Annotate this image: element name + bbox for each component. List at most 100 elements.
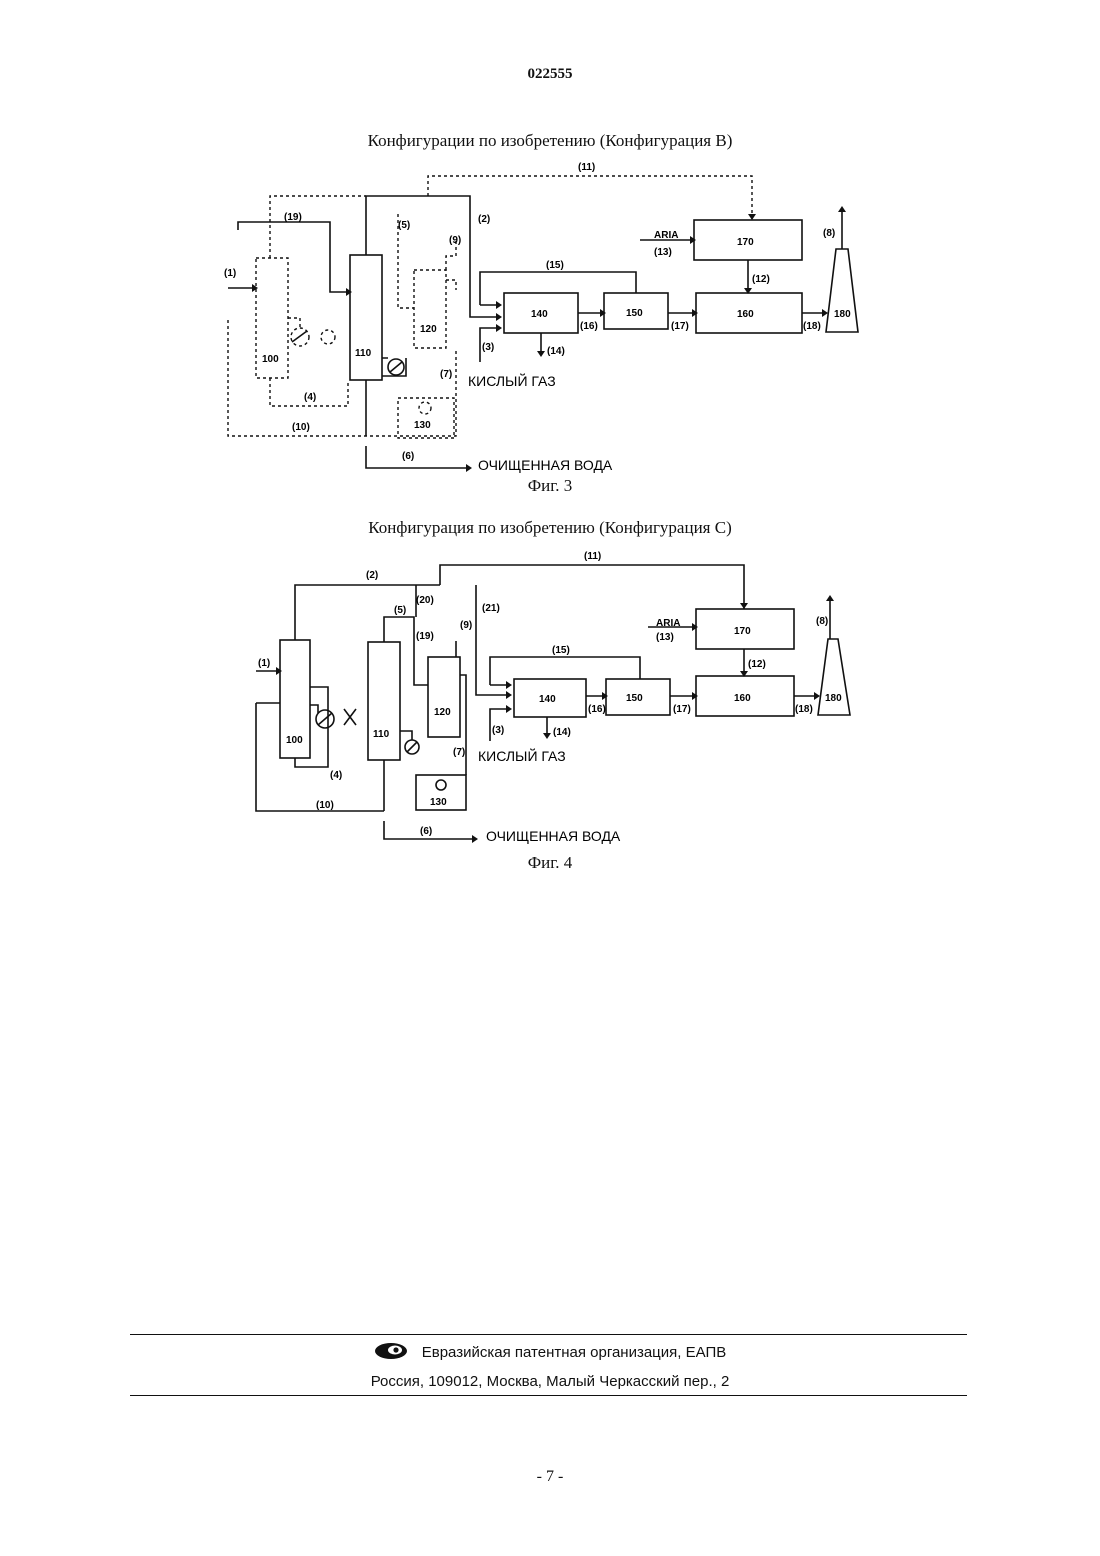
fig3-stream-19-line <box>238 222 346 292</box>
fig3-unit-150-label: 150 <box>626 308 643 319</box>
fig4-stream-3: (3) <box>492 725 504 736</box>
fig4-stream-9: (9) <box>460 620 472 631</box>
fig3-stream-4: (4) <box>304 392 316 403</box>
fig3-stream-16: (16) <box>580 321 598 332</box>
fig3-unit-160: 160 <box>696 293 802 333</box>
fig3-clean-water-label: ОЧИЩЕННАЯ ВОДА <box>478 457 613 473</box>
fig4-unit-170: 170 <box>696 609 794 649</box>
footer-divider-bottom <box>130 1395 967 1396</box>
fig3-unit-110-label: 110 <box>355 348 372 359</box>
figure3-diagram: 100 110 120 130 140 150 160 170 180 <box>0 150 1100 490</box>
fig4-stream-11: (11) <box>584 551 601 562</box>
page-number: - 7 - <box>0 1468 1100 1486</box>
fig4-unit-120-label: 120 <box>434 707 451 718</box>
fig4-stream-10-line <box>256 703 384 811</box>
fig4-stream-5: (5) <box>394 605 406 616</box>
fig3-unit-130: 130 <box>398 398 454 438</box>
fig3-unit-100-label: 100 <box>262 354 279 365</box>
fig3-unit-170-label: 170 <box>737 237 754 248</box>
fig3-unit-100: 100 <box>256 258 288 378</box>
fig4-stream-16: (16) <box>588 704 606 715</box>
fig3-stream-15: (15) <box>546 260 564 271</box>
fig4-valve-icon <box>344 709 356 725</box>
document-number: 022555 <box>0 66 1100 83</box>
fig3-stream-3: (3) <box>482 342 494 353</box>
fig3-unit-130-label: 130 <box>414 420 431 431</box>
figure4-diagram: 100 110 120 130 140 150 160 170 180 <box>0 545 1100 845</box>
fig4-unit-170-label: 170 <box>734 626 751 637</box>
fig4-unit-110-label: 110 <box>373 729 390 740</box>
fig4-unit-180-stack: 180 <box>818 639 850 715</box>
fig4-stream-1: (1) <box>258 658 270 669</box>
fig3-stream-17: (17) <box>671 321 689 332</box>
fig4-stream-15: (15) <box>552 645 570 656</box>
fig4-stream-12: (12) <box>748 659 766 670</box>
fig4-unit-180-label: 180 <box>825 693 842 704</box>
footer-organization: Евразийская патентная организация, ЕАПВ <box>0 1342 1100 1361</box>
fig4-unit-150: 150 <box>606 679 670 715</box>
fig3-unit-120-label: 120 <box>420 324 437 335</box>
fig3-stream-19: (19) <box>284 212 302 223</box>
fig4-clean-water-label: ОЧИЩЕННАЯ ВОДА <box>486 828 621 844</box>
fig3-stream-10: (10) <box>292 422 310 433</box>
footer-organization-text: Евразийская патентная организация, ЕАПВ <box>422 1344 727 1361</box>
figure4-caption: Конфигурация по изобретению (Конфигураци… <box>0 518 1100 538</box>
fig4-stream-4: (4) <box>330 770 342 781</box>
fig3-stream-11: (11) <box>578 162 595 173</box>
fig4-stream-19: (19) <box>416 631 434 642</box>
fig3-unit-120: 120 <box>414 270 446 348</box>
fig4-acid-gas-label: КИСЛЫЙ ГАЗ <box>478 747 566 764</box>
fig3-stream-2: (2) <box>478 214 490 225</box>
fig4-stream-14: (14) <box>553 727 571 738</box>
fig3-stream-1: (1) <box>224 268 236 279</box>
fig3-stream-13: (13) <box>654 247 672 258</box>
fig3-stream-14: (14) <box>547 346 565 357</box>
fig3-pump-mark <box>292 331 307 342</box>
fig4-stream-7: (7) <box>453 747 465 758</box>
figure3-label: Фиг. 3 <box>0 476 1100 496</box>
fig4-unit-140-label: 140 <box>539 694 556 705</box>
fig3-stream-12: (12) <box>752 274 770 285</box>
fig3-unit-180-label: 180 <box>834 309 851 320</box>
fig3-unit-110: 110 <box>350 255 382 380</box>
fig4-air-label: ARIA <box>656 618 680 629</box>
fig4-stream-17: (17) <box>673 704 691 715</box>
footer-address: Россия, 109012, Москва, Малый Черкасский… <box>0 1373 1100 1390</box>
eapo-logo-icon <box>374 1342 408 1360</box>
fig3-stream-8: (8) <box>823 228 835 239</box>
fig4-stream-7-line <box>460 675 466 775</box>
fig3-unit-150: 150 <box>604 293 668 329</box>
fig4-unit-130-label: 130 <box>430 797 447 808</box>
fig3-unit-140-label: 140 <box>531 309 548 320</box>
fig4-unit-120: 120 <box>428 657 460 737</box>
fig3-valve-icon <box>321 330 335 344</box>
fig4-stream-18: (18) <box>795 704 813 715</box>
fig4-stream-2: (2) <box>366 570 378 581</box>
fig3-unit-140: 140 <box>504 293 578 333</box>
fig4-stream-21: (21) <box>482 603 500 614</box>
fig3-stream-9: (9) <box>449 235 461 246</box>
figure4-label: Фиг. 4 <box>0 853 1100 873</box>
fig4-unit-160: 160 <box>696 676 794 716</box>
fig4-stream-10: (10) <box>316 800 334 811</box>
fig4-unit-110: 110 <box>368 642 400 760</box>
fig3-stream-7: (7) <box>440 369 452 380</box>
fig4-unit-140: 140 <box>514 679 586 717</box>
fig3-stream-5: (5) <box>398 220 410 231</box>
fig4-stream-21-line <box>476 585 510 695</box>
fig4-unit-100: 100 <box>280 640 310 758</box>
fig3-unit-170: 170 <box>694 220 802 260</box>
figure3-caption: Конфигурации по изобретению (Конфигураци… <box>0 131 1100 151</box>
fig4-unit-100-label: 100 <box>286 735 303 746</box>
fig4-unit-160-label: 160 <box>734 693 751 704</box>
fig3-air-label: ARIA <box>654 230 678 241</box>
footer-divider-top <box>130 1334 967 1335</box>
fig3-stream-6-line <box>366 446 470 468</box>
fig3-stream-6: (6) <box>402 451 414 462</box>
fig3-acid-gas-label: КИСЛЫЙ ГАЗ <box>468 372 556 389</box>
fig3-unit-180-stack: 180 <box>826 249 858 332</box>
fig3-stream-11-line <box>428 176 752 220</box>
fig3-unit-160-label: 160 <box>737 309 754 320</box>
fig4-unit-150-label: 150 <box>626 693 643 704</box>
fig3-stream-18: (18) <box>803 321 821 332</box>
